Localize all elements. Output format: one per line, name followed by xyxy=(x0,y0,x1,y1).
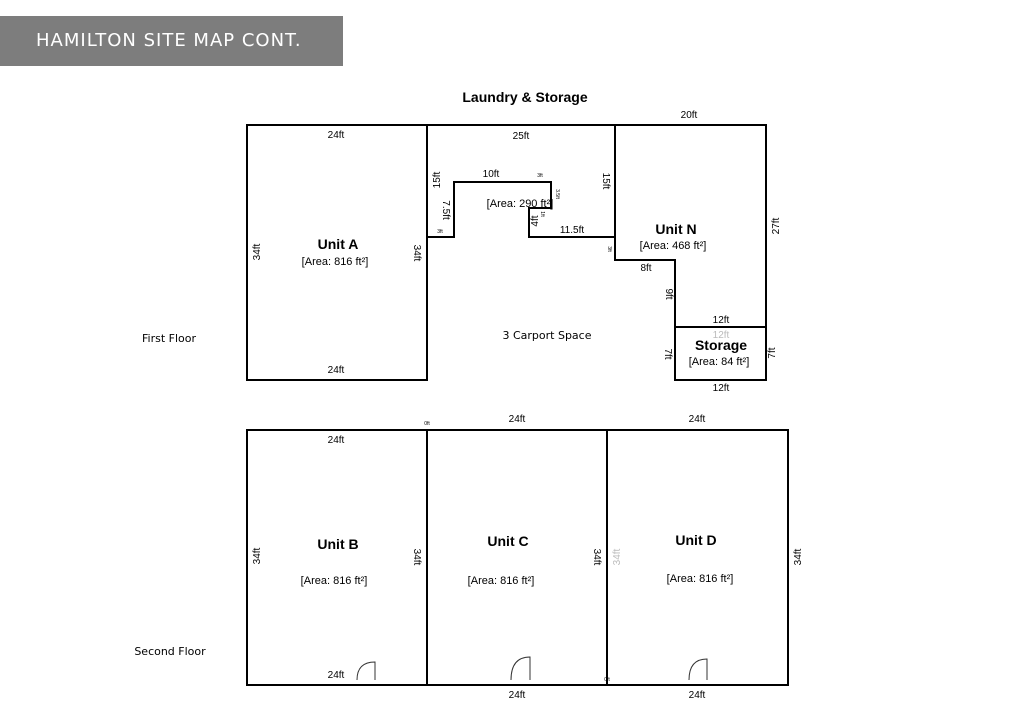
unit-d-dim-right: 34ft xyxy=(793,548,804,565)
unit-d-door-icon xyxy=(688,658,708,681)
unit-c-dim-tiny-top: 0ft xyxy=(424,421,430,427)
unit-a-dim-bottom: 24ft xyxy=(328,365,345,376)
laundry-dim-inner-top: 10ft xyxy=(483,169,500,180)
unit-a-area: [Area: 816 ft²] xyxy=(302,256,369,268)
storage-dim-top: 12ft xyxy=(713,315,730,326)
laundry-dim-tiny-right: 3.5ft xyxy=(554,189,560,199)
storage-name: Storage xyxy=(695,337,747,353)
unit-c-area: [Area: 816 ft²] xyxy=(468,575,535,587)
unit-b-name: Unit B xyxy=(317,536,358,552)
second-floor-outer-walls xyxy=(246,429,789,686)
unit-n-dim-inner-v: 9ft xyxy=(663,288,674,299)
unit-d-area: [Area: 816 ft²] xyxy=(667,573,734,585)
unit-n-inner-walls xyxy=(614,125,676,380)
unit-c-dim-right: 34ft xyxy=(591,549,602,566)
storage-dim-bottom: 12ft xyxy=(713,383,730,394)
laundry-dim-tiny-left: 3ft xyxy=(437,229,443,235)
storage-dim-top-faint: 12ft xyxy=(713,330,730,341)
storage-dim-left: 7ft xyxy=(662,348,673,359)
unit-a-dim-left: 34ft xyxy=(252,243,263,260)
unit-n-name: Unit N xyxy=(655,221,696,237)
unit-c-door-icon xyxy=(510,656,531,681)
unit-a-name: Unit A xyxy=(318,236,359,252)
laundry-area: [Area: 290 ft²] xyxy=(487,198,554,210)
unit-d-dim-bottom: 24ft xyxy=(689,690,706,701)
unit-a-walls xyxy=(246,124,428,381)
laundry-dim-right: 15ft xyxy=(600,173,611,190)
unit-b-dim-left: 34ft xyxy=(252,547,263,564)
unit-a-dim-top: 24ft xyxy=(328,130,345,141)
unit-c-name: Unit C xyxy=(487,533,528,549)
laundry-inner-walls xyxy=(427,181,615,238)
unit-d-name: Unit D xyxy=(675,532,716,548)
unit-b-area: [Area: 816 ft²] xyxy=(301,575,368,587)
unit-b-dim-right: 34ft xyxy=(411,549,422,566)
storage-dim-right: 7ft xyxy=(767,347,778,358)
page-banner-title: HAMILTON SITE MAP CONT. xyxy=(0,16,343,66)
unit-b-door-icon xyxy=(356,661,376,681)
floor-label-second: Second Floor xyxy=(134,645,206,658)
unit-a-dim-right: 34ft xyxy=(411,245,422,262)
unit-n-dim-step-h: 8ft xyxy=(640,263,651,274)
laundry-dim-left: 15ft xyxy=(432,171,443,188)
floor-label-first: First Floor xyxy=(142,332,196,345)
unit-n-outer-walls xyxy=(615,124,767,380)
laundry-dim-bottom: 11.5ft xyxy=(560,225,584,236)
laundry-dim-inner-v: 4ft xyxy=(530,215,541,226)
section-title: Laundry & Storage xyxy=(462,89,587,105)
carport-label: 3 Carport Space xyxy=(502,329,591,342)
unit-b-dim-top: 24ft xyxy=(328,435,345,446)
unit-c-dim-top: 24ft xyxy=(509,414,526,425)
laundry-dim-tiny-mid: 1ft xyxy=(539,211,545,217)
unit-n-dim-step-v: 3ft xyxy=(606,246,612,252)
storage-area: [Area: 84 ft²] xyxy=(689,356,750,368)
unit-b-dim-bottom: 24ft xyxy=(328,670,345,681)
unit-d-dim-left-faint: 34ft xyxy=(612,548,623,565)
laundry-dim-top: 25ft xyxy=(513,131,530,142)
laundry-dim-step: 7.5ft xyxy=(440,200,451,220)
unit-c-dim-tiny-bottom: 0ft xyxy=(604,677,610,683)
unit-d-dim-top: 24ft xyxy=(689,414,706,425)
unit-n-dim-right: 27ft xyxy=(771,217,782,234)
laundry-dim-tiny-top: 3ft xyxy=(537,173,543,179)
unit-n-area: [Area: 468 ft²] xyxy=(640,240,707,252)
unit-c-dim-bottom: 24ft xyxy=(509,690,526,701)
unit-n-dim-top: 20ft xyxy=(681,110,698,121)
